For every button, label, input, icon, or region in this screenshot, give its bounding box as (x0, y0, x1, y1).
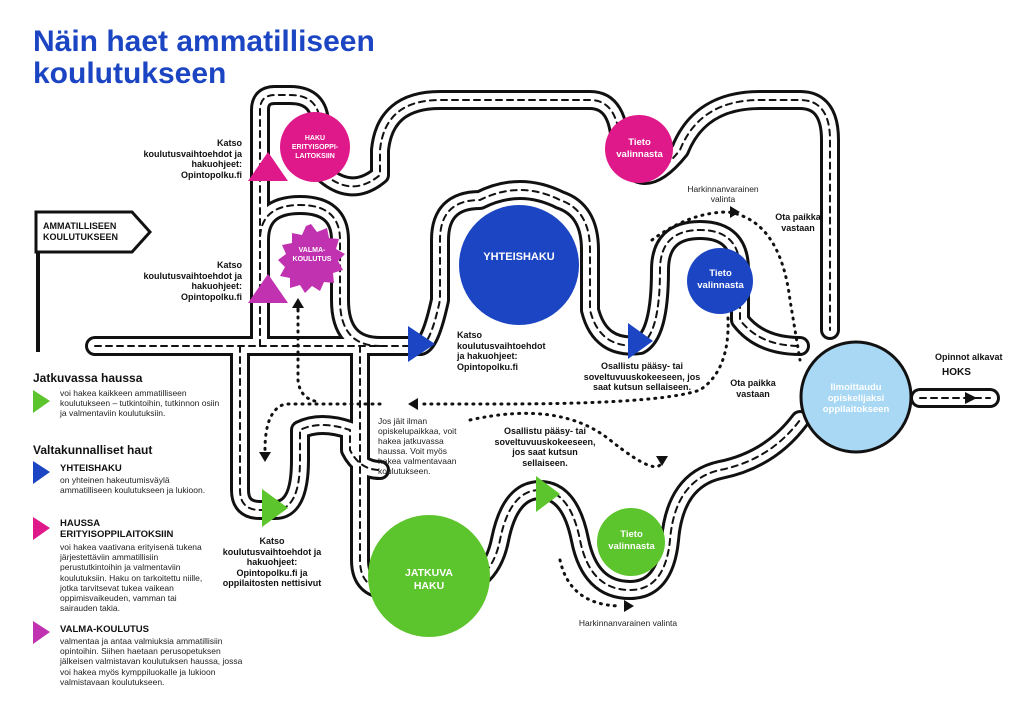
ota-paikka-top-label: Ota paikka vastaan (775, 212, 821, 233)
legend-jatkuvassa-heading: Jatkuvassa haussa (33, 371, 143, 385)
circle-tieto-green (597, 508, 665, 576)
dotted-tieto-to-hoks (418, 316, 730, 406)
circle-tieto-top (605, 115, 673, 183)
tri-blue-yhteis (408, 326, 435, 362)
signpost (34, 210, 153, 352)
osallistu-top-label: Osallistu pääsy- tai soveltuvuuskokeesee… (583, 361, 701, 392)
triangles (33, 152, 653, 644)
harkinnan-bottom-label: Harkinnanvarainen valinta (578, 618, 678, 628)
arrow-harkinnan-top (730, 206, 740, 218)
katso-top-label: Katso koulutusvaihtoehdot ja hakuohjeet:… (143, 138, 242, 180)
legend-valtakunnalliset-heading: Valtakunnalliset haut (33, 443, 153, 457)
dotted-jatkuva-to-right (468, 411, 664, 469)
legend-valma-title: VALMA-KOULUTUS (60, 624, 150, 635)
ota-paikka-mid-label: Ota paikka vastaan (730, 378, 776, 399)
tri-magenta-top (248, 152, 288, 181)
valma-text: VALMA-KOULUTUS (292, 247, 332, 263)
circle-valma-burst (278, 224, 345, 293)
dotted-paths (263, 210, 802, 608)
tieto-blue-text: Tieto valinnasta (697, 268, 744, 291)
katso-yhteis-label: Katso koulutusvaihtoehdot ja hakuohjeet:… (457, 330, 546, 372)
jos-jait-label: Jos jäit ilman opiskelupaikkaa, voit hak… (378, 416, 457, 476)
tieto-top-text: Tieto valinnasta (616, 137, 663, 160)
harkinnan-top-label: Harkinnanvarainen valinta (687, 184, 759, 204)
legend-valma-desc: valmentaa ja antaa valmiuksia ammatillis… (60, 636, 243, 687)
osallistu-bottom-label: Osallistu pääsy- tai soveltuvuuskokeesee… (494, 426, 596, 468)
arrow-left-hoks (408, 398, 418, 410)
ilmoittaudu-text: Ilmoittaudu opiskelijaksi oppilaitokseen (822, 381, 890, 415)
katso-mid-label: Katso koulutusvaihtoehdot ja hakuohjeet:… (143, 260, 242, 302)
circle-ilmoittaudu (799, 340, 913, 454)
signpost-line2: KOULUTUKSEEN (43, 232, 119, 242)
tri-blue-legend (33, 461, 50, 484)
opinnot-label: Opinnot alkavat (935, 352, 1003, 362)
tri-magenta-legend (33, 517, 50, 540)
circle-haku-erityis (280, 112, 350, 182)
katso-bottom-label: Katso koulutusvaihtoehdot ja hakuohjeet:… (222, 536, 322, 588)
tri-green-jatkuva (536, 476, 560, 512)
haku-erityis-text: HAKU ERITYISOPPI-LAITOKSIIN (291, 134, 339, 160)
page-title: Näin haet ammatilliseen koulutukseen (33, 25, 375, 90)
tri-green-legend (33, 390, 50, 413)
legend-yhteishaku-title: YHTEISHAKU (60, 463, 122, 474)
hoks-label: HOKS (942, 367, 971, 378)
arrow-hoks-out (965, 392, 977, 404)
circle-jatkuva (368, 515, 490, 637)
signpost-label: AMMATILLISEEN KOULUTUKSEEN (43, 221, 118, 243)
tri-green-bottom (262, 489, 288, 527)
circles (278, 112, 913, 637)
arrowheads (259, 206, 977, 612)
legend-erityis-title: HAUSSA ERITYISOPPILAITOKSIIN (60, 518, 174, 540)
arrow-up-valma (292, 298, 304, 308)
tri-violet-mid (248, 274, 288, 303)
tri-violet-legend (33, 621, 50, 644)
circle-yhteishaku (459, 205, 579, 325)
dotted-left-loop (263, 308, 382, 452)
arrow-down-right (656, 456, 668, 466)
arrow-harkinnan-bottom (624, 600, 634, 612)
arrow-down-left (259, 452, 271, 462)
jatkuva-text: JATKUVA HAKU (404, 567, 454, 592)
legend-yhteishaku-desc: on yhteinen hakeutumisväylä ammatillisee… (60, 475, 206, 496)
signpost-line1: AMMATILLISEEN (43, 221, 117, 231)
yhteishaku-text: YHTEISHAKU (483, 251, 555, 263)
dotted-harkinnan-bottom (558, 558, 622, 608)
circle-tieto-blue (687, 248, 753, 314)
legend-erityis-desc: voi hakea vaativana erityisenä tukena jä… (60, 542, 203, 614)
legend-jatkuvassa-desc: voi hakea kaikkeen ammatilliseen koulutu… (60, 388, 220, 419)
dotted-harkinnan-top (650, 210, 802, 362)
tri-blue-soveltuvuus (628, 323, 653, 359)
tieto-green-text: Tieto valinnasta (608, 529, 655, 552)
